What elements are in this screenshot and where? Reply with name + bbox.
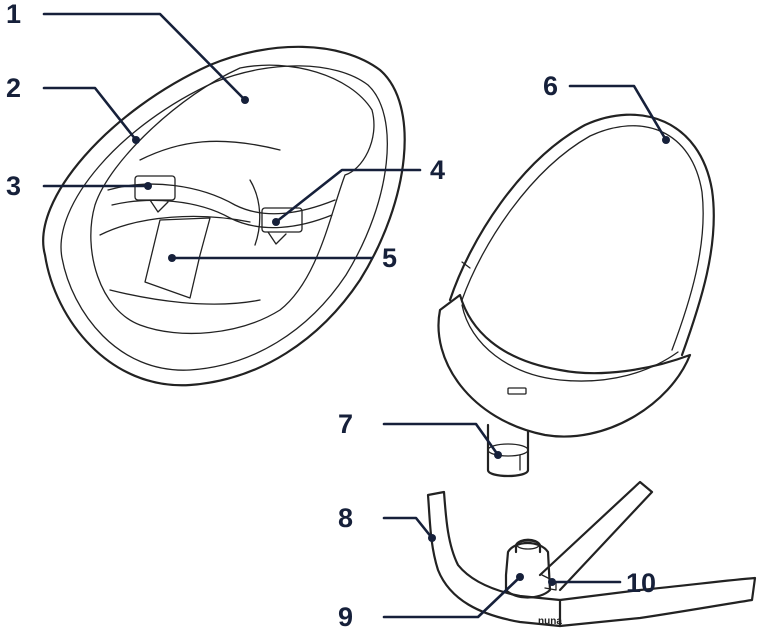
buckle-clip-right [268,232,286,244]
leader-dot-2 [132,136,140,144]
seat-fabric [91,65,374,333]
frame-tube-inner [462,126,703,350]
callout-7: 7 [338,409,353,439]
frame-assembly [438,115,713,476]
seat-assembly [43,47,404,385]
harness-buckle-left [135,176,175,200]
leader-6 [570,86,666,140]
base-leg-left [428,492,560,626]
callout-9: 9 [338,602,353,632]
leader-dot-9 [516,573,524,581]
leader-dot-1 [241,96,249,104]
base-hub [506,543,550,598]
callout-1: 1 [6,0,21,29]
leader-dot-8 [428,534,436,542]
callout-3: 3 [6,171,21,201]
base-leg-right [560,578,755,626]
callout-10: 10 [626,568,656,598]
leader-dot-7 [494,451,502,459]
leader-4 [276,170,420,222]
callout-leaders [44,14,670,617]
base-assembly: nuna [428,482,755,627]
seat-cushion-line [110,290,260,304]
leader-dot-10 [548,578,556,586]
leader-9 [384,577,520,617]
seat-cushion-line [140,141,280,160]
callout-5: 5 [382,243,397,273]
callout-8: 8 [338,503,353,533]
leader-dot-6 [662,136,670,144]
leader-dot-3 [144,182,152,190]
bucket-badge [508,388,526,394]
leader-dot-4 [272,218,280,226]
leader-2 [44,88,136,140]
leader-8 [384,518,432,538]
seat-outer-shell [43,47,404,385]
leader-7 [384,424,498,455]
buckle-clip-left [150,200,168,212]
seat-bucket [438,295,690,437]
callout-2: 2 [6,73,21,103]
callout-6: 6 [543,71,558,101]
leader-dot-5 [168,254,176,262]
base-logo: nuna [538,616,562,627]
callout-4: 4 [430,155,445,185]
frame-tube-outer [450,115,714,355]
